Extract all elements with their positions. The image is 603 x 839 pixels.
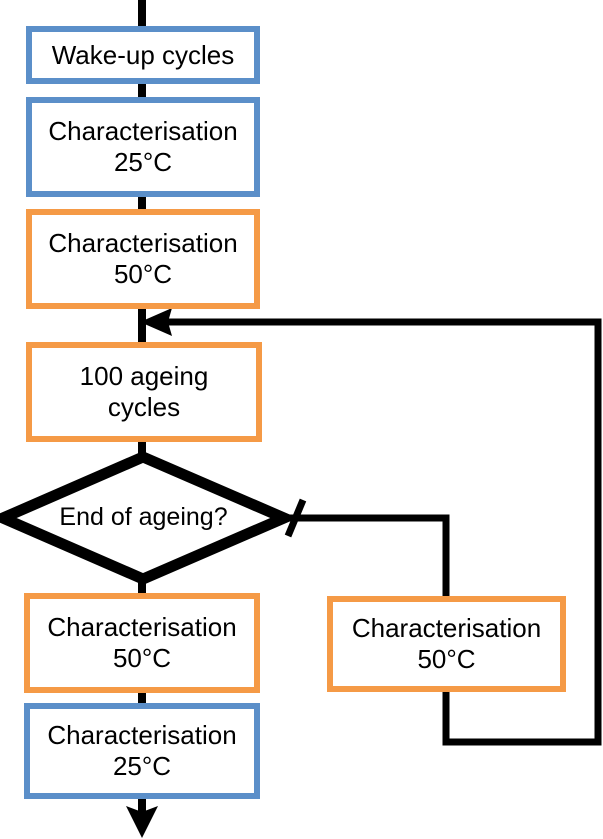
loop-back-edge bbox=[152, 318, 602, 746]
characterisation-50c-top-label: Characterisation 50°C bbox=[48, 228, 238, 289]
characterisation-25c-bottom-label: Characterisation 25°C bbox=[47, 720, 237, 781]
decision-no-edge bbox=[284, 514, 450, 600]
arrowhead bbox=[140, 308, 172, 336]
characterisation-25c-top-box[interactable]: Characterisation 25°C bbox=[26, 97, 260, 197]
ageing-cycles-box[interactable]: 100 ageing cycles bbox=[26, 342, 262, 442]
end-of-ageing-label: End of ageing? bbox=[59, 503, 228, 532]
characterisation-50c-bottom-left-box[interactable]: Characterisation 50°C bbox=[24, 593, 260, 693]
characterisation-50c-right-box[interactable]: Characterisation 50°C bbox=[327, 596, 566, 692]
wake-up-cycles-box[interactable]: Wake-up cycles bbox=[26, 26, 260, 84]
end-of-ageing-decision[interactable]: End of ageing? bbox=[2, 455, 285, 581]
branch-slash-marker bbox=[284, 498, 307, 538]
characterisation-25c-bottom-box[interactable]: Characterisation 25°C bbox=[24, 703, 260, 799]
characterisation-50c-right-label: Characterisation 50°C bbox=[351, 613, 542, 674]
wake-up-cycles-label: Wake-up cycles bbox=[51, 39, 235, 70]
exit-arrowhead bbox=[126, 806, 158, 838]
characterisation-25c-top-label: Characterisation 25°C bbox=[48, 116, 238, 177]
ageing-cycles-label: 100 ageing cycles bbox=[79, 361, 209, 422]
characterisation-50c-top-box[interactable]: Characterisation 50°C bbox=[26, 209, 260, 309]
characterisation-50c-bottom-left-label: Characterisation 50°C bbox=[47, 612, 237, 673]
